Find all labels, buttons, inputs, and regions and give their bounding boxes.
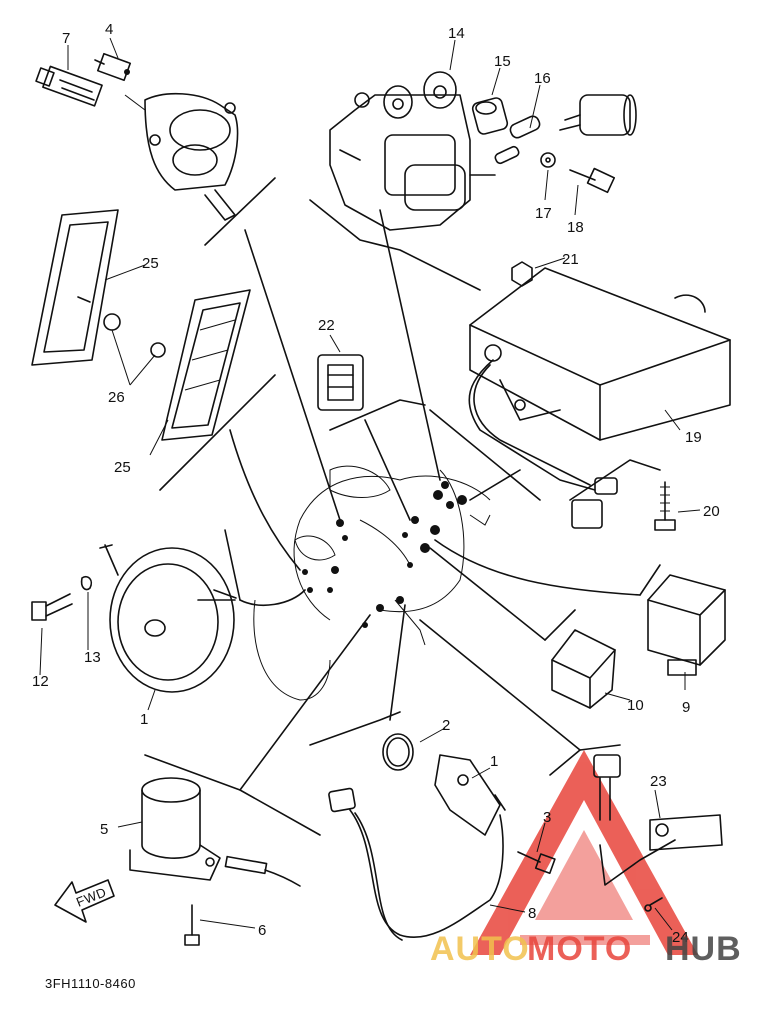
callout-9: 9 <box>682 699 690 716</box>
callout-labels: 4 7 14 15 16 17 18 21 25 22 26 19 25 20 … <box>32 21 720 946</box>
part-6-bolt <box>184 904 200 946</box>
callout-26: 26 <box>108 389 125 406</box>
callout-2: 2 <box>442 717 450 734</box>
part-housing-top-left <box>124 92 239 221</box>
part-8-wire-lead <box>328 787 504 941</box>
leader-lines <box>39 37 701 931</box>
part-12-bolt <box>31 593 73 621</box>
part-24-screw <box>644 897 663 912</box>
callout-19: 19 <box>685 429 702 446</box>
callout-18: 18 <box>567 219 584 236</box>
part-1-horn <box>99 544 237 693</box>
frame-sketch <box>253 465 491 701</box>
part-7-sensor-plug <box>35 65 103 107</box>
watermark-logo <box>470 750 698 955</box>
part-25-reflector-top <box>31 209 119 366</box>
part-5-solenoid <box>129 777 301 887</box>
part-14-servo-motor <box>329 71 496 231</box>
part-4-sender <box>94 52 132 82</box>
callout-10: 10 <box>627 697 644 714</box>
callout-20: 20 <box>703 503 720 520</box>
callout-13: 13 <box>84 649 101 666</box>
connector-blobs <box>302 481 467 628</box>
callout-25b: 25 <box>114 459 131 476</box>
part-13-washer <box>80 575 93 591</box>
part-23-switch <box>593 754 723 886</box>
part-2-o-ring <box>382 733 414 771</box>
callout-3: 3 <box>543 809 551 826</box>
part-20-bolt <box>654 481 676 531</box>
part-26-nut <box>77 296 166 358</box>
part-19-control-unit <box>468 267 731 529</box>
callout-22: 22 <box>318 317 335 334</box>
part-17-washer <box>540 152 556 168</box>
part-16-collar <box>494 115 541 165</box>
fwd-arrow-icon: FWD <box>54 879 115 923</box>
part-18-bolt <box>569 167 616 194</box>
callout-23: 23 <box>650 773 667 790</box>
callout-12: 12 <box>32 673 49 690</box>
callout-16: 16 <box>534 70 551 87</box>
callout-1-horn: 1 <box>140 711 148 728</box>
watermark-text: AUTO MOTO HUB <box>430 930 742 968</box>
part-9-relay <box>647 574 726 676</box>
part-3-bolt <box>517 851 556 875</box>
part-code: 3FH1110-8460 <box>45 976 136 991</box>
watermark-word-auto: AUTO <box>430 930 530 968</box>
part-14b-connector <box>559 94 637 136</box>
callout-15: 15 <box>494 53 511 70</box>
watermark-word-hub: HUB <box>665 930 742 968</box>
part-21-nut <box>511 261 533 287</box>
part-22-connector <box>317 354 364 411</box>
callout-21: 21 <box>562 251 579 268</box>
callout-5: 5 <box>100 821 108 838</box>
part-10-relay <box>551 629 616 709</box>
part-1-sensor-plate <box>434 754 506 836</box>
part-25-reflector-lower <box>161 289 251 441</box>
callout-4: 4 <box>105 21 113 38</box>
callout-7: 7 <box>62 30 70 47</box>
callout-8: 8 <box>528 905 536 922</box>
callout-1-plate: 1 <box>490 753 498 770</box>
callout-25a: 25 <box>142 255 159 272</box>
callout-6: 6 <box>258 922 266 939</box>
part-15-bushing <box>471 97 509 135</box>
callout-17: 17 <box>535 205 552 222</box>
watermark-word-moto: MOTO <box>527 930 632 968</box>
callout-24: 24 <box>672 929 689 946</box>
callout-14: 14 <box>448 25 465 42</box>
